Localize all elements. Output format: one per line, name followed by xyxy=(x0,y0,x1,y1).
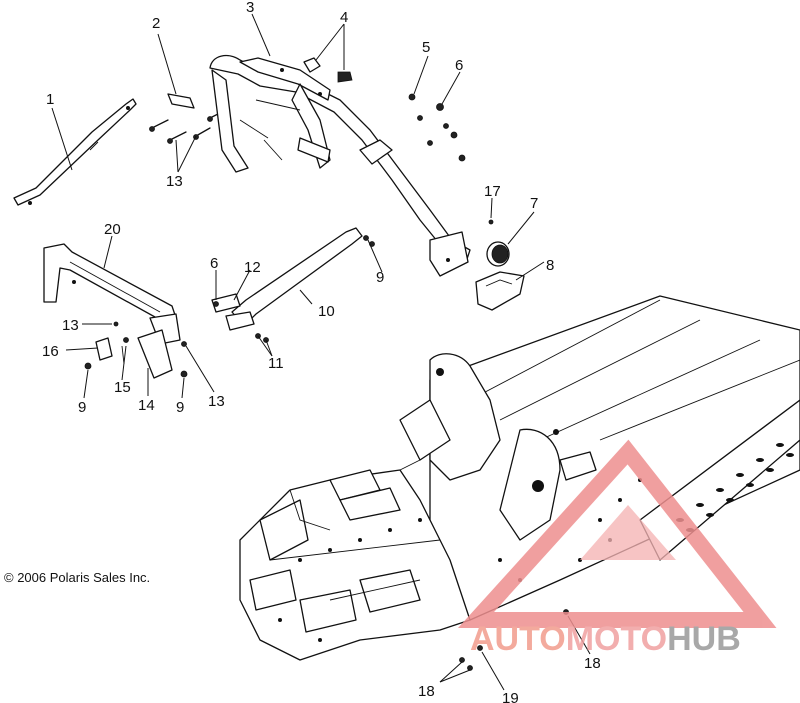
part-9-bolt-right xyxy=(180,370,188,378)
copyright-notice: © 2006 Polaris Sales Inc. xyxy=(4,570,150,585)
callout-9-left: 9 xyxy=(78,399,86,416)
watermark-logo: AUTOMOTOHUB xyxy=(457,439,777,658)
part-19-fastener xyxy=(477,645,483,651)
part-15-washer xyxy=(121,337,129,365)
part-8-bracket xyxy=(475,271,525,311)
callout-3: 3 xyxy=(246,0,254,16)
callout-2: 2 xyxy=(152,15,160,32)
callout-17: 17 xyxy=(484,183,501,200)
part-18-rivet-left-2 xyxy=(467,665,473,671)
part-9-bolt-left xyxy=(84,362,92,370)
part-10-rod xyxy=(211,227,375,343)
callout-13-top: 13 xyxy=(166,173,183,190)
callout-20: 20 xyxy=(104,221,121,238)
watermark-auto: AUTOMOTOHUB xyxy=(470,620,741,658)
callout-6-mid: 6 xyxy=(210,255,218,272)
callout-12: 12 xyxy=(244,259,261,276)
callout-13-right: 13 xyxy=(208,393,225,410)
leader-lines xyxy=(51,13,591,691)
callout-13-left: 13 xyxy=(62,317,79,334)
callout-4: 4 xyxy=(340,9,348,26)
callout-5: 5 xyxy=(422,39,430,56)
callout-6-top: 6 xyxy=(455,57,463,74)
callout-18-left: 18 xyxy=(418,683,435,700)
part-2-bracket xyxy=(149,93,227,144)
part-20-crossframe xyxy=(43,243,181,379)
part-18-rivet-left xyxy=(459,657,465,663)
callout-11: 11 xyxy=(268,355,284,372)
part-1-brace xyxy=(13,98,137,206)
callout-8: 8 xyxy=(546,257,554,274)
callout-9-top: 9 xyxy=(376,269,384,286)
part-16-block xyxy=(95,337,113,361)
part-13-bolt-right xyxy=(181,341,187,347)
part-3-upper-frame xyxy=(209,54,471,277)
callout-10: 10 xyxy=(318,303,335,320)
callout-9-right: 9 xyxy=(176,399,184,416)
callout-18-right: 18 xyxy=(584,655,601,672)
callout-15: 15 xyxy=(114,379,131,396)
callout-19: 19 xyxy=(502,690,519,703)
callout-16: 16 xyxy=(42,343,59,360)
part-7-cap xyxy=(486,219,510,267)
part-13-bolt-left xyxy=(113,321,119,327)
part-4-grommets xyxy=(303,57,353,83)
part-5-6-fasteners xyxy=(408,93,466,162)
callout-14: 14 xyxy=(138,397,155,414)
callout-7: 7 xyxy=(530,195,538,212)
callouts: 1 2 3 4 5 6 13 17 7 20 6 12 9 8 10 13 16… xyxy=(42,0,601,703)
callout-1: 1 xyxy=(46,91,54,108)
chassis-front-structure xyxy=(239,399,471,661)
